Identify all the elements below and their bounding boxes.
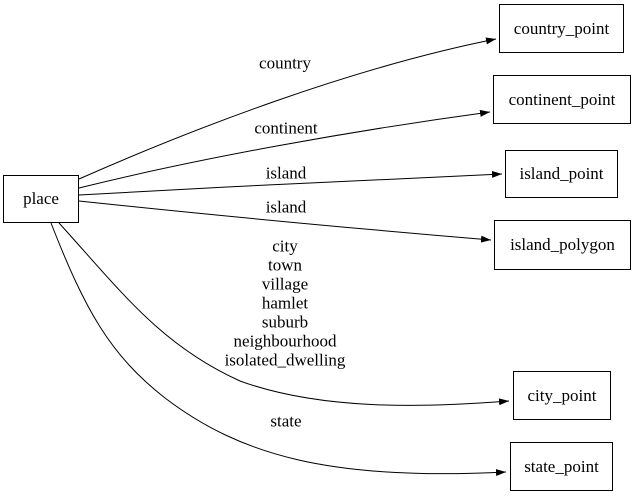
edge-label-suburb: suburb xyxy=(261,312,309,332)
node-state-point: state_point xyxy=(510,442,613,491)
node-island-polygon: island_polygon xyxy=(494,220,631,270)
edge-place-island_polygon xyxy=(78,200,492,243)
edge-label-island-1: island xyxy=(265,163,307,183)
node-continent-point: continent_point xyxy=(493,75,631,124)
edge-label-country: country xyxy=(259,53,311,73)
edge-label-hamlet: hamlet xyxy=(261,293,309,313)
edge-label-city-group: city town village hamlet suburb neighbou… xyxy=(225,237,346,370)
node-continent-point-label: continent_point xyxy=(508,89,616,109)
node-place-label: place xyxy=(23,189,59,208)
node-island-point-label: island_point xyxy=(519,164,604,183)
node-state-point-label: state_point xyxy=(524,456,599,476)
node-country-point-label: country_point xyxy=(513,18,610,38)
edge-label-city: city xyxy=(272,236,298,256)
node-city-point: city_point xyxy=(513,371,611,420)
node-island-point: island_point xyxy=(505,150,618,198)
edge-label-island-2: island xyxy=(265,197,307,217)
node-island-polygon-label: island_polygon xyxy=(510,235,615,254)
edge-place-continent_point xyxy=(78,109,491,189)
edge-label-town: town xyxy=(268,255,302,275)
edge-label-state: state xyxy=(270,411,302,431)
edge-place-country_point xyxy=(78,37,497,180)
edge-label-village: village xyxy=(261,274,309,294)
edge-label-neighbourhood: neighbourhood xyxy=(233,331,337,351)
node-place: place xyxy=(3,175,79,223)
edge-place-island_point xyxy=(78,170,503,196)
node-city-point-label: city_point xyxy=(527,385,597,405)
node-country-point: country_point xyxy=(499,4,624,53)
edge-place-city_point xyxy=(58,222,510,406)
edge-label-isolated-dwelling: isolated_dwelling xyxy=(224,350,346,370)
edge-place-state_point xyxy=(50,222,507,477)
edge-label-continent: continent xyxy=(254,118,318,138)
